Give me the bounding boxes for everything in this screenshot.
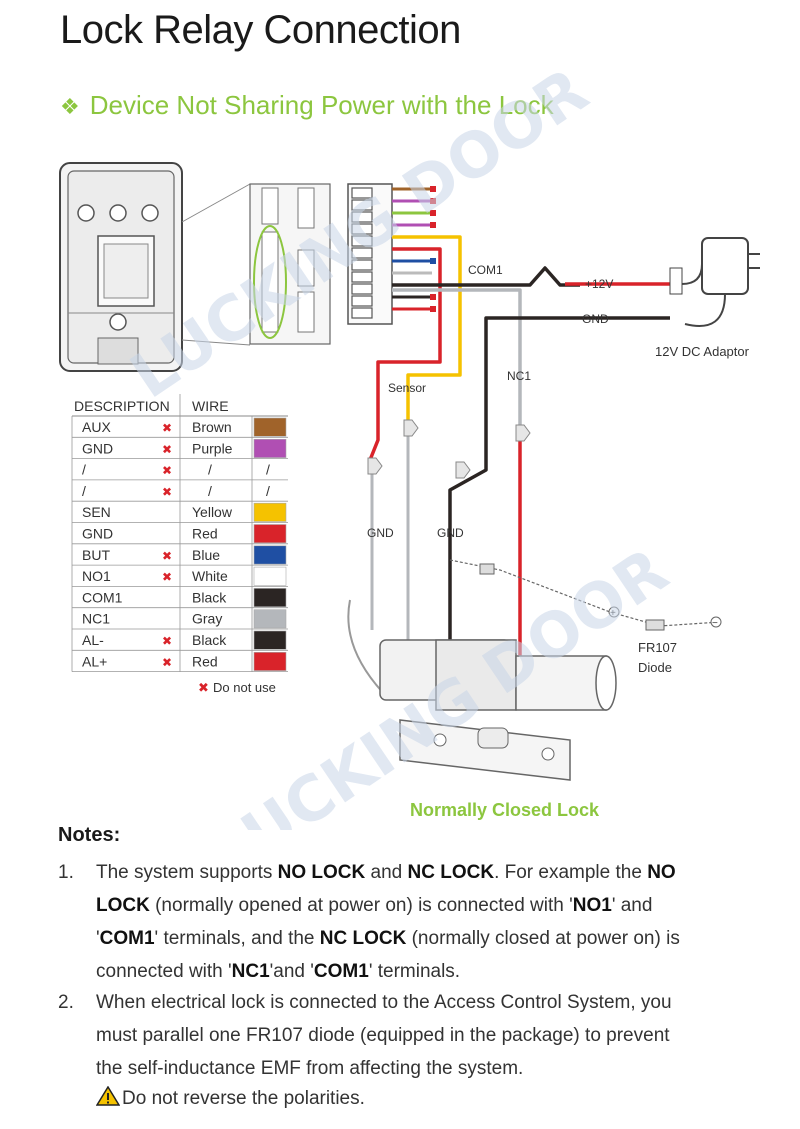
table-row: AL- ✖ Black: [72, 630, 288, 651]
label-gnd-top: GND: [582, 312, 609, 326]
wire-color-swatch: [253, 417, 287, 437]
row-description: SEN: [82, 504, 111, 520]
short-wires: [392, 187, 432, 311]
section-subtitle: ❖ Device Not Sharing Power with the Lock: [60, 90, 554, 121]
warning-icon: [95, 1085, 121, 1106]
wire-connectors: [367, 419, 531, 479]
wire-end-caps: [430, 186, 436, 312]
label-com1: COM1: [468, 263, 503, 277]
wire-color-swatch: [253, 566, 287, 586]
row-description: NO1: [82, 568, 111, 584]
row-wire: /: [208, 462, 212, 478]
row-wire: Gray: [192, 611, 222, 627]
row-description: /: [82, 483, 86, 499]
device-back-panel: [59, 162, 183, 372]
label-sensor: Sensor: [388, 381, 426, 395]
terminal-block: [347, 183, 393, 325]
table-legend: Do not use: [213, 680, 276, 695]
do-not-use-icon: ✖: [162, 655, 172, 669]
row-wire: Purple: [192, 440, 233, 456]
row-description: AUX: [82, 419, 111, 435]
row-wire: Red: [192, 526, 218, 542]
row-description: GND: [82, 526, 113, 542]
table-row: GND ✖ Purple: [72, 438, 288, 460]
subtitle-text: Device Not Sharing Power with the Lock: [89, 90, 554, 120]
row-description: AL-: [82, 632, 104, 648]
row-description: NC1: [82, 611, 110, 627]
do-not-use-icon: ✖: [162, 570, 172, 584]
table-header-description: DESCRIPTION: [74, 398, 170, 414]
wire-color-swatch: [253, 630, 287, 650]
connector-board: [249, 183, 331, 345]
table-row: NC1 Gray: [72, 609, 288, 630]
table-row: AL+ ✖ Red: [72, 651, 288, 672]
row-wire: Blue: [192, 547, 220, 563]
warning-text: Do not reverse the polarities.: [122, 1088, 365, 1109]
note-body: The system supports NO LOCK and NC LOCK.…: [96, 862, 680, 982]
table-header-wire: WIRE: [192, 398, 229, 414]
wire-color-swatch: [253, 651, 287, 671]
row-wire: /: [208, 483, 212, 499]
label-diode-sub: Diode: [638, 660, 672, 675]
do-not-use-icon: ✖: [162, 464, 172, 478]
wire-color-swatch: [253, 502, 287, 522]
row-description: COM1: [82, 589, 123, 605]
row-wire: White: [192, 568, 228, 584]
label-gnd-mid: GND: [437, 526, 464, 540]
row-description: BUT: [82, 547, 110, 563]
row-wire: Black: [192, 589, 227, 605]
row-description: AL+: [82, 653, 107, 669]
note-number: 2.: [58, 992, 74, 1013]
notes-heading: Notes:: [58, 824, 121, 846]
diamond-bullet-icon: ❖: [60, 94, 80, 119]
plus-sign: +: [610, 608, 616, 619]
table-row: GND Red: [72, 524, 288, 545]
row-wire: Yellow: [192, 504, 233, 520]
page-title: Lock Relay Connection: [60, 8, 461, 52]
label-adaptor: 12V DC Adaptor: [655, 344, 750, 359]
do-not-use-icon: ✖: [162, 549, 172, 563]
wire-color-swatch: [253, 588, 287, 608]
row-description: GND: [82, 440, 113, 456]
x-mark-icon: ✖: [198, 680, 209, 695]
do-not-use-icon: ✖: [162, 634, 172, 648]
note-body: When electrical lock is connected to the…: [96, 992, 672, 1079]
do-not-use-icon: ✖: [162, 421, 172, 435]
row-swatch-slash: /: [266, 462, 270, 478]
table-row: SEN Yellow: [72, 502, 288, 523]
minus-sign: −: [712, 618, 718, 629]
label-gnd-left: GND: [367, 526, 394, 540]
label-diode: FR107: [638, 640, 677, 655]
wire-color-swatch: [253, 545, 287, 565]
do-not-use-icon: ✖: [162, 442, 172, 456]
row-wire: Brown: [192, 419, 232, 435]
row-wire: Red: [192, 653, 218, 669]
row-wire: Black: [192, 632, 227, 648]
main-wires: [368, 235, 670, 660]
row-description: /: [82, 462, 86, 478]
watermark-top: LUCKING DOOR: [118, 54, 601, 413]
label-lock: Normally Closed Lock: [410, 800, 600, 820]
wire-color-swatch: [253, 524, 287, 544]
note-number: 1.: [58, 862, 74, 883]
label-nc1: NC1: [507, 369, 531, 383]
wire-color-swatch: [253, 609, 287, 629]
row-swatch-slash: /: [266, 483, 270, 499]
label-12v: +12V: [585, 277, 613, 291]
wire-color-swatch: [253, 438, 287, 458]
diode-fr107: [449, 559, 722, 631]
warning-note: Do not reverse the polarities.: [95, 1085, 365, 1110]
wiring-diagram: COM1 +12V GND 12V DC Adaptor NC1 Sensor …: [59, 54, 760, 830]
electric-lock-icon: [347, 599, 617, 781]
do-not-use-icon: ✖: [162, 485, 172, 499]
power-adaptor-icon: [669, 237, 760, 327]
